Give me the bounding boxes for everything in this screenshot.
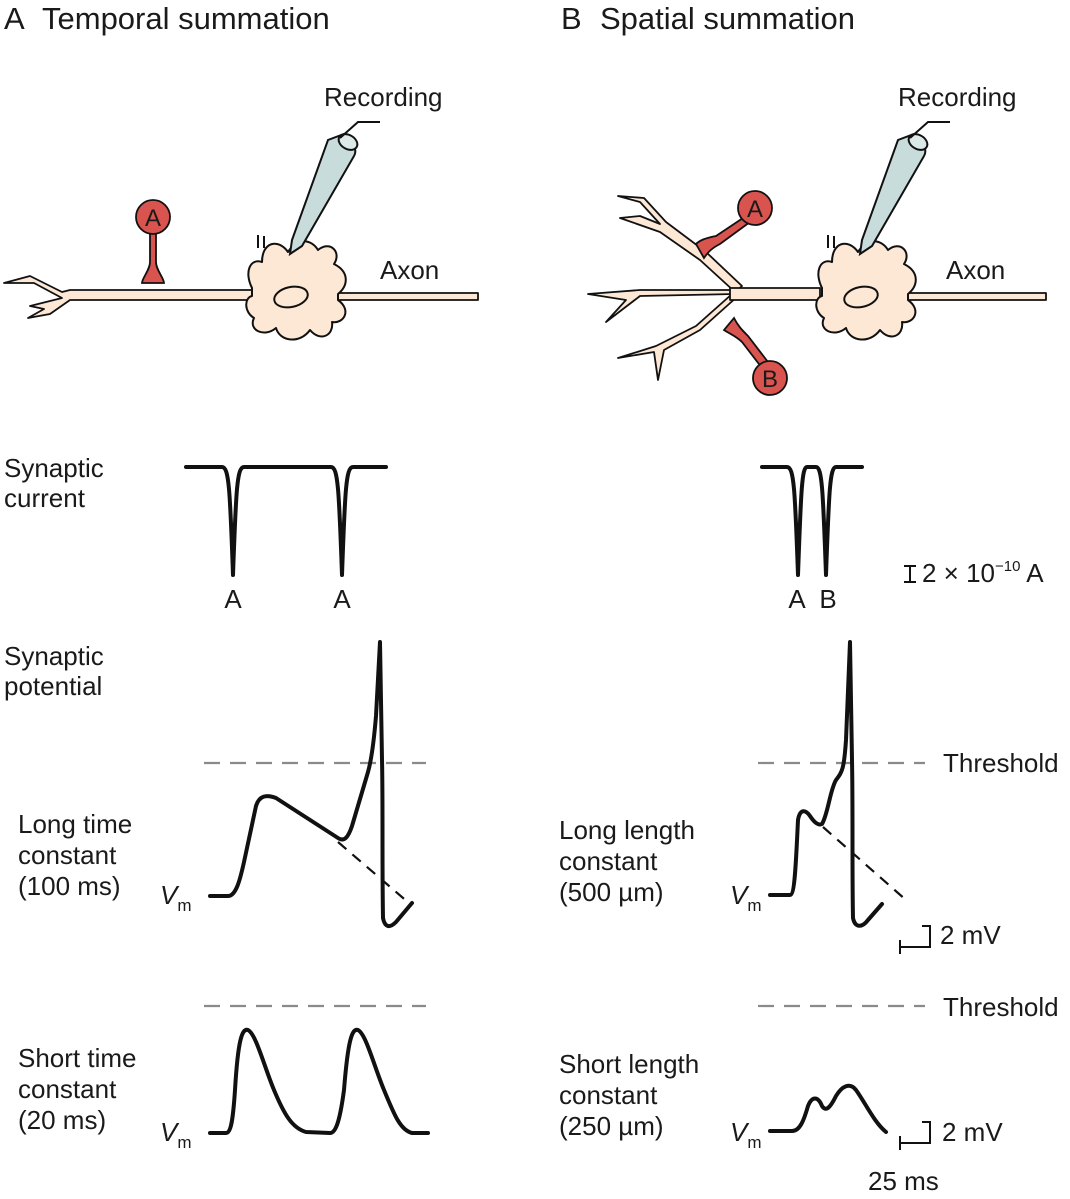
panel-b-short-line2: constant — [559, 1080, 658, 1110]
terminal-b-a-bouton — [737, 190, 773, 226]
current-scale-prefix: 2 × 10 — [922, 558, 995, 588]
panel-b-current-label-2: B — [819, 584, 836, 614]
synaptic-current-label-line2: current — [4, 483, 86, 513]
panel-a-recording-label: Recording — [324, 82, 443, 112]
panel-b-axon-label: Axon — [946, 255, 1005, 285]
current-scale-bar: 2 × 10−10 A — [904, 558, 1044, 588]
panel-b-long-line1: Long length — [559, 815, 695, 845]
synaptic-current-label-line1: Synaptic — [4, 453, 104, 483]
terminal-b-a-label: A — [747, 196, 763, 223]
threshold-label-long: Threshold — [943, 748, 1059, 778]
panel-a-short-line2: constant — [18, 1074, 117, 1104]
panel-a-current-trace — [184, 465, 388, 577]
panel-b-short-line3: (250 µm) — [559, 1111, 664, 1141]
panel-b-long-vm: Vm — [730, 880, 762, 915]
panel-a-soma — [245, 240, 347, 341]
panel-a-short-line3: (20 ms) — [18, 1105, 106, 1135]
time-scale-label: 25 ms — [868, 1166, 939, 1196]
panel-b-neuron: A B Recording Axon — [587, 82, 1047, 396]
panel-a-current-label-1: A — [224, 584, 242, 614]
voltage-scale-bar-long: 2 mV — [899, 920, 1001, 954]
panel-a-title: Temporal summation — [42, 1, 330, 36]
panel-a-long-decay-dashed — [337, 841, 411, 905]
panel-b-electrode — [858, 132, 927, 257]
panel-b-title: Spatial summation — [600, 1, 855, 36]
terminal-a-bouton — [135, 199, 171, 235]
panel-a-short-line1: Short time — [18, 1043, 137, 1073]
panel-b-long-trace — [768, 640, 884, 928]
panel-a-long-line2: constant — [18, 840, 117, 870]
panel-a-short-vm: Vm — [160, 1117, 192, 1152]
panel-a-long-vm: Vm — [160, 880, 192, 915]
panel-a-neuron: A Recording Axon — [3, 82, 479, 341]
terminal-b-b-bouton — [752, 360, 788, 396]
panel-b-short-trace — [768, 1083, 888, 1134]
panel-a-long-trace — [208, 640, 414, 929]
current-scale-exponent: −10 — [995, 558, 1020, 575]
panel-b-short-line1: Short length — [559, 1049, 699, 1079]
terminal-b-b-label: B — [762, 366, 778, 393]
voltage-time-scale-bar-short: 2 mV 25 ms — [868, 1117, 1003, 1196]
panel-a-axon-label: Axon — [380, 255, 439, 285]
panel-b-soma — [815, 240, 917, 341]
panel-a-electrode — [288, 132, 357, 257]
synaptic-potential-label-line1: Synaptic — [4, 641, 104, 671]
synaptic-potential-label-line2: potential — [4, 671, 102, 701]
current-scale-unit: A — [1020, 558, 1044, 588]
terminal-a-label: A — [145, 205, 161, 232]
panel-b-long-decay-dashed — [822, 826, 907, 901]
voltage-scale-label-long: 2 mV — [940, 920, 1001, 950]
panel-b-recording-label: Recording — [898, 82, 1017, 112]
threshold-label-short: Threshold — [943, 992, 1059, 1022]
panel-b-nucleus — [843, 285, 879, 309]
panel-b-long-line2: constant — [559, 846, 658, 876]
panel-b-short-vm: Vm — [730, 1117, 762, 1152]
panel-b-long-line3: (500 µm) — [559, 877, 664, 907]
panel-a-nucleus — [273, 285, 309, 309]
panel-a-long-line1: Long time — [18, 809, 132, 839]
panel-a-letter: A — [4, 1, 25, 36]
panel-a-short-trace — [208, 1027, 430, 1135]
panel-a-long-line3: (100 ms) — [18, 871, 121, 901]
panel-a-current-label-2: A — [333, 584, 351, 614]
panel-b-current-label-1: A — [788, 584, 806, 614]
voltage-scale-label-short: 2 mV — [942, 1117, 1003, 1147]
panel-b-letter: B — [561, 1, 582, 36]
svg-text:2 × 10−10 A: 2 × 10−10 A — [922, 558, 1044, 588]
panel-b-current-trace — [760, 465, 864, 577]
